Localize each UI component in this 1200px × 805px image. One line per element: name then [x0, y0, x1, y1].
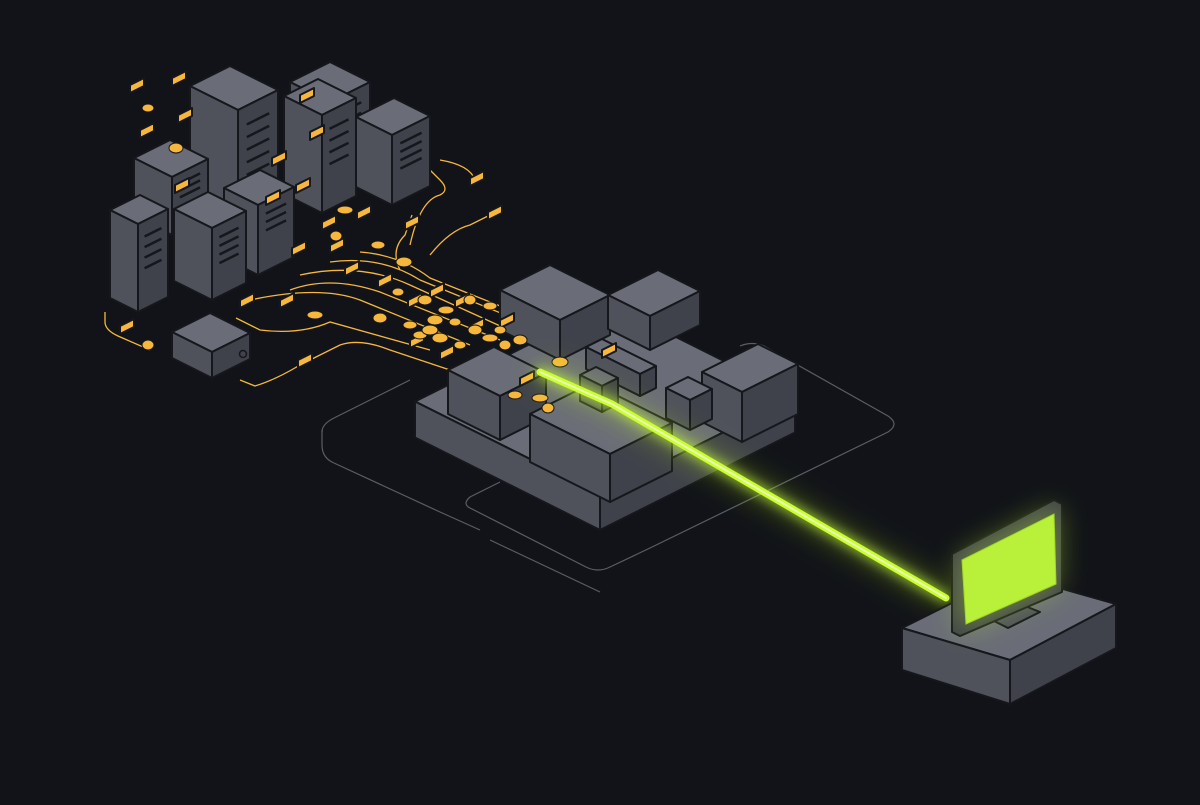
server-rack-icon	[355, 97, 431, 206]
source-storage-box	[171, 312, 251, 379]
data-packet-icon	[309, 124, 325, 141]
hub-wall-block	[665, 376, 713, 431]
data-packet-icon	[299, 87, 315, 104]
data-bit-icon	[448, 317, 462, 327]
data-bit-icon	[306, 310, 324, 320]
data-bit-icon	[453, 340, 467, 350]
data-packet-icon	[297, 352, 313, 369]
data-bit-icon	[370, 240, 386, 250]
data-packet-icon	[499, 312, 515, 329]
data-bit-icon	[541, 402, 555, 414]
data-bit-icon	[512, 334, 528, 346]
data-bit-icon	[493, 325, 507, 335]
data-bit-icon	[421, 324, 439, 336]
source-servers	[109, 61, 431, 313]
server-rack-icon	[109, 194, 169, 313]
data-bit-icon	[426, 314, 444, 326]
data-bit-icon	[391, 287, 405, 297]
data-packet-icon	[439, 344, 455, 361]
data-bit-icon	[141, 103, 155, 113]
data-particles	[119, 70, 617, 414]
data-packet-icon	[519, 370, 535, 387]
data-bit-icon	[467, 324, 483, 336]
hub-wall-block	[529, 382, 673, 503]
storage-drive-icon	[171, 312, 251, 379]
data-packet-icon	[174, 177, 190, 194]
data-bit-icon	[329, 230, 343, 242]
data-packet-icon	[429, 282, 445, 299]
data-packet-icon	[239, 292, 255, 309]
data-packet-icon	[377, 272, 393, 289]
data-bit-icon	[463, 294, 477, 306]
data-packet-icon	[487, 204, 503, 221]
data-packet-icon	[321, 214, 337, 231]
data-packet-icon	[291, 240, 307, 257]
data-bit-icon	[507, 390, 523, 400]
data-bit-icon	[481, 333, 499, 343]
data-packet-icon	[404, 214, 420, 231]
hub-wall-block	[607, 269, 701, 351]
data-packet-icon	[139, 122, 155, 139]
data-packet-icon	[129, 77, 145, 94]
hub-rail-block	[585, 338, 657, 397]
data-bit-icon	[531, 393, 549, 403]
data-packet-icon	[271, 150, 287, 167]
data-bit-icon	[551, 356, 569, 368]
data-packet-icon	[279, 292, 295, 309]
monitor-screen-icon	[961, 513, 1057, 625]
data-bit-icon	[141, 339, 155, 351]
data-bit-icon	[431, 332, 449, 344]
data-packet-icon	[119, 318, 135, 335]
data-bit-icon	[437, 305, 455, 315]
data-bit-icon	[482, 301, 498, 311]
data-packet-icon	[295, 177, 311, 194]
data-packet-icon	[177, 107, 193, 124]
data-bit-icon	[336, 205, 354, 215]
data-packet-icon	[171, 70, 187, 87]
server-rack-icon	[173, 191, 247, 301]
data-packet-icon	[469, 170, 485, 187]
data-bit-icon	[417, 294, 433, 306]
output-monitor	[901, 499, 1117, 705]
output-beam	[536, 364, 951, 605]
data-bit-icon	[168, 142, 184, 154]
data-bit-icon	[402, 320, 418, 330]
data-bit-icon	[395, 256, 413, 268]
data-bit-icon	[372, 312, 388, 324]
data-packet-icon	[356, 204, 372, 221]
data-bit-icon	[498, 339, 512, 351]
data-packet-icon	[265, 189, 281, 206]
server-rack-icon	[283, 78, 357, 214]
data-packet-icon	[601, 342, 617, 359]
data-packet-icon	[344, 260, 360, 277]
